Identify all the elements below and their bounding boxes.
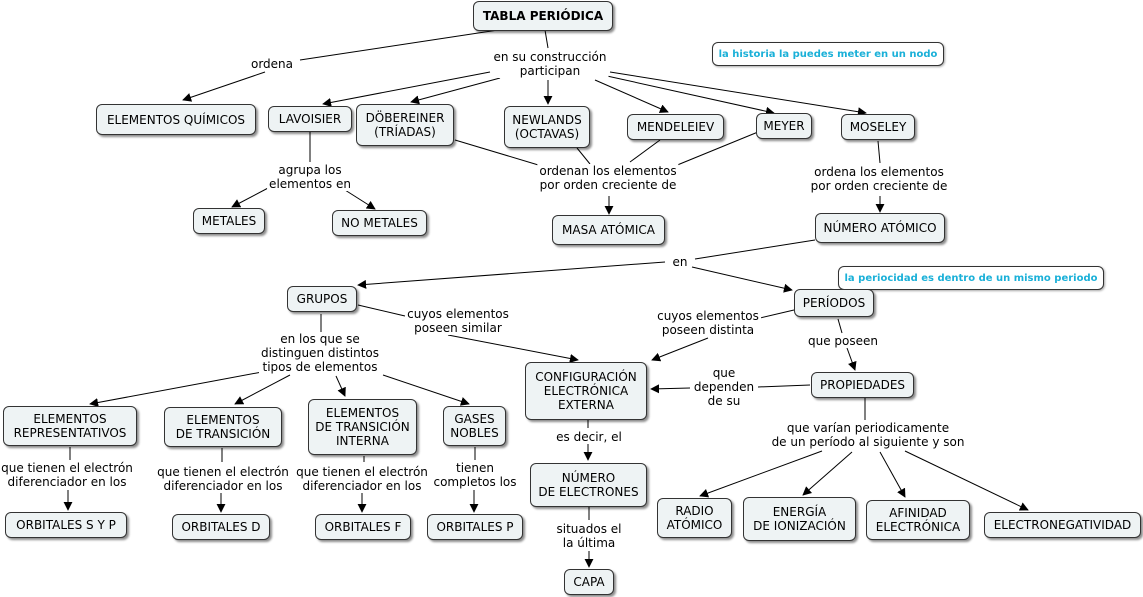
link-label-completos: tienen completos los — [431, 461, 519, 489]
node-energia-ionizacion[interactable]: ENERGÍA DE IONIZACIÓN — [743, 497, 856, 541]
link-label-en: en — [670, 255, 690, 269]
node-radio-atomico[interactable]: RADIO ATÓMICO — [657, 498, 732, 538]
link-label-agrupa: agrupa los elementos en — [267, 163, 353, 191]
node-numero-atomico[interactable]: NÚMERO ATÓMICO — [815, 213, 945, 243]
link-label-ordena: ordena — [248, 57, 296, 71]
link-label-ordena-numero: ordena los elementos por orden creciente… — [808, 165, 950, 193]
link-label-es-decir: es decir, el — [554, 430, 624, 444]
link-label-que-poseen: que poseen — [805, 334, 881, 348]
node-configuracion-electronica[interactable]: CONFIGURACIÓN ELECTRÓNICA EXTERNA — [525, 362, 647, 420]
link-label-varian: que varían periodicamente de un período … — [769, 421, 967, 449]
node-grupos[interactable]: GRUPOS — [287, 286, 357, 312]
node-periodos[interactable]: PERÍODOS — [794, 289, 874, 317]
node-electronegatividad[interactable]: ELECTRONEGATIVIDAD — [984, 512, 1141, 538]
note-historia[interactable]: la historia la puedes meter en un nodo — [712, 42, 944, 66]
node-orbitales-f[interactable]: ORBITALES F — [315, 514, 411, 540]
node-tabla-periodica[interactable]: TABLA PERIÓDICA — [473, 1, 613, 31]
link-label-distinguen: en los que se distinguen distintos tipos… — [258, 332, 382, 374]
node-orbitales-d[interactable]: ORBITALES D — [172, 514, 270, 540]
node-orbitales-sp[interactable]: ORBITALES S Y P — [5, 512, 127, 538]
node-lavoisier[interactable]: LAVOISIER — [268, 106, 352, 132]
node-elementos-quimicos[interactable]: ELEMENTOS QUÍMICOS — [96, 104, 256, 135]
node-numero-electrones[interactable]: NÚMERO DE ELECTRONES — [530, 463, 647, 507]
link-label-electron-3: que tienen el electrón diferenciador en … — [294, 465, 430, 493]
node-capa[interactable]: CAPA — [564, 569, 614, 595]
node-dobereiner[interactable]: DÖBEREINER (TRÍADAS) — [356, 104, 454, 146]
node-no-metales[interactable]: NO METALES — [332, 210, 427, 236]
node-elementos-transicion[interactable]: ELEMENTOS DE TRANSICIÓN — [164, 407, 282, 447]
node-mendeleiev[interactable]: MENDELEIEV — [627, 114, 724, 140]
link-label-distinta: cuyos elementos poseen distinta — [655, 309, 761, 337]
node-transicion-interna[interactable]: ELEMENTOS DE TRANSICIÓN INTERNA — [308, 399, 417, 455]
link-label-situados: situados el la última — [554, 522, 624, 550]
link-label-similar: cuyos elementos poseen similar — [405, 307, 511, 335]
link-label-electron-2: que tienen el electrón diferenciador en … — [155, 465, 291, 493]
link-label-participan: en su construcción participan — [491, 50, 609, 78]
node-afinidad-electronica[interactable]: AFINIDAD ELECTRÓNICA — [866, 500, 970, 540]
node-orbitales-p[interactable]: ORBITALES P — [427, 514, 523, 540]
node-meyer[interactable]: MEYER — [756, 113, 812, 139]
node-moseley[interactable]: MOSELEY — [841, 114, 915, 140]
node-propiedades[interactable]: PROPIEDADES — [811, 372, 914, 398]
node-metales[interactable]: METALES — [193, 208, 265, 234]
node-newlands[interactable]: NEWLANDS (OCTAVAS) — [504, 106, 590, 148]
note-periocidad[interactable]: la periocidad es dentro de un mismo peri… — [838, 266, 1104, 290]
link-label-dependen: que dependen de su — [691, 366, 757, 408]
link-label-electron-1: que tienen el electrón diferenciador en … — [0, 461, 135, 489]
node-masa-atomica[interactable]: MASA ATÓMICA — [552, 215, 665, 245]
node-elementos-representativos[interactable]: ELEMENTOS REPRESENTATIVOS — [3, 406, 137, 446]
link-label-ordenan-masa: ordenan los elementos por orden crecient… — [537, 164, 679, 192]
node-gases-nobles[interactable]: GASES NOBLES — [443, 406, 506, 446]
